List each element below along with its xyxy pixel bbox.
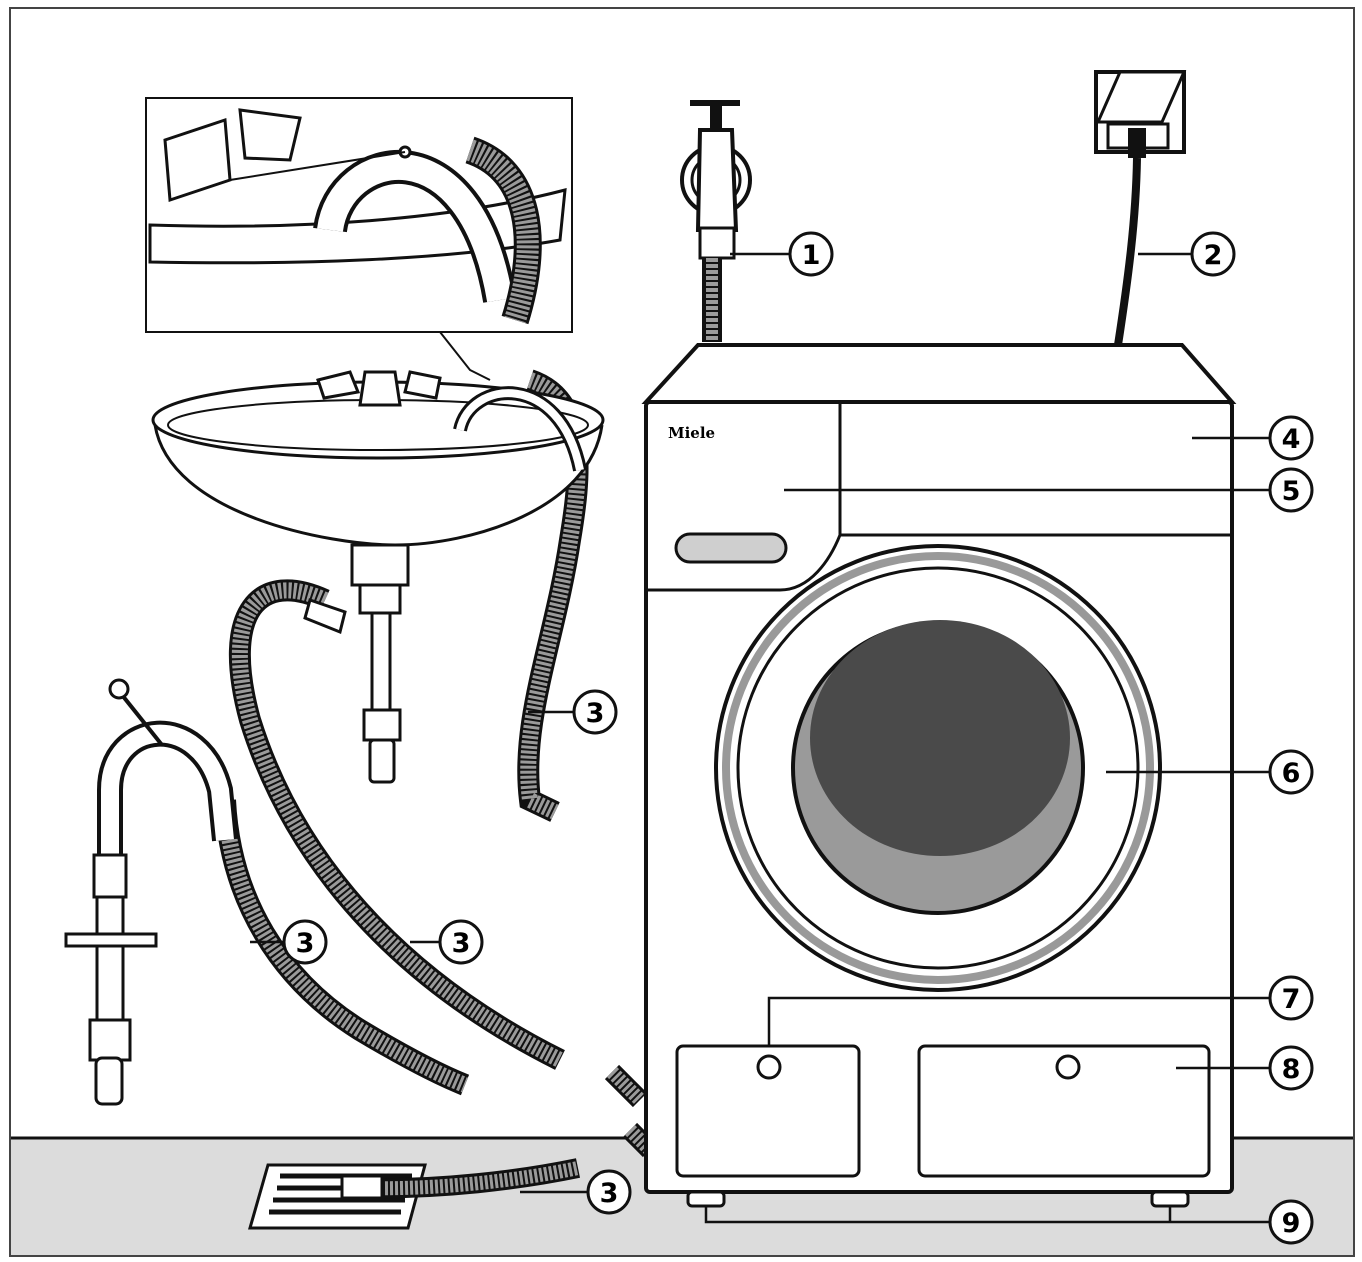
detergent-drawer-handle — [674, 532, 788, 564]
drain-hose-sink-trap — [228, 579, 565, 1070]
callout-3-sink-trap: 3 — [438, 919, 484, 965]
svg-text:2: 2 — [1204, 240, 1223, 271]
service-flap-right — [917, 1044, 1211, 1178]
drain-hose-standpipe — [214, 799, 470, 1096]
svg-text:7: 7 — [1282, 984, 1301, 1015]
callout-8: 8 — [1268, 1045, 1314, 1091]
washing-machine — [641, 343, 1237, 1208]
svg-text:3: 3 — [452, 928, 471, 959]
drain-hose-floor — [340, 1158, 581, 1200]
sink-hook-detail-inset — [145, 97, 573, 381]
svg-text:9: 9 — [1282, 1208, 1301, 1239]
callout-5: 5 — [1268, 467, 1314, 513]
callout-6: 6 — [1268, 749, 1314, 795]
leader-lines — [250, 252, 1270, 1224]
callout-1: 1 — [788, 231, 834, 277]
drain-pump-button — [756, 1054, 782, 1080]
svg-text:6: 6 — [1282, 758, 1301, 789]
foot-left — [686, 1190, 726, 1208]
svg-text:4: 4 — [1282, 424, 1301, 455]
standpipe — [64, 678, 238, 1106]
callout-3-floor-drain: 3 — [586, 1169, 632, 1215]
wash-basin — [151, 370, 605, 784]
callout-9: 9 — [1268, 1199, 1314, 1245]
svg-text:3: 3 — [600, 1178, 619, 1209]
callout-2: 2 — [1190, 231, 1236, 277]
svg-text:5: 5 — [1282, 476, 1301, 507]
callout-7: 7 — [1268, 975, 1314, 1021]
svg-text:3: 3 — [586, 698, 605, 729]
foot-right — [1150, 1190, 1190, 1208]
callout-4: 4 — [1268, 415, 1314, 461]
water-tap — [680, 100, 752, 342]
flap-release-button — [1055, 1054, 1081, 1080]
svg-text:3: 3 — [296, 928, 315, 959]
callout-3-sink-rim: 3 — [572, 689, 618, 735]
svg-text:1: 1 — [802, 240, 821, 271]
callout-3-standpipe: 3 — [282, 919, 328, 965]
brand-logo: Miele — [668, 424, 715, 442]
wall-socket — [1094, 70, 1187, 346]
svg-text:8: 8 — [1282, 1054, 1301, 1085]
